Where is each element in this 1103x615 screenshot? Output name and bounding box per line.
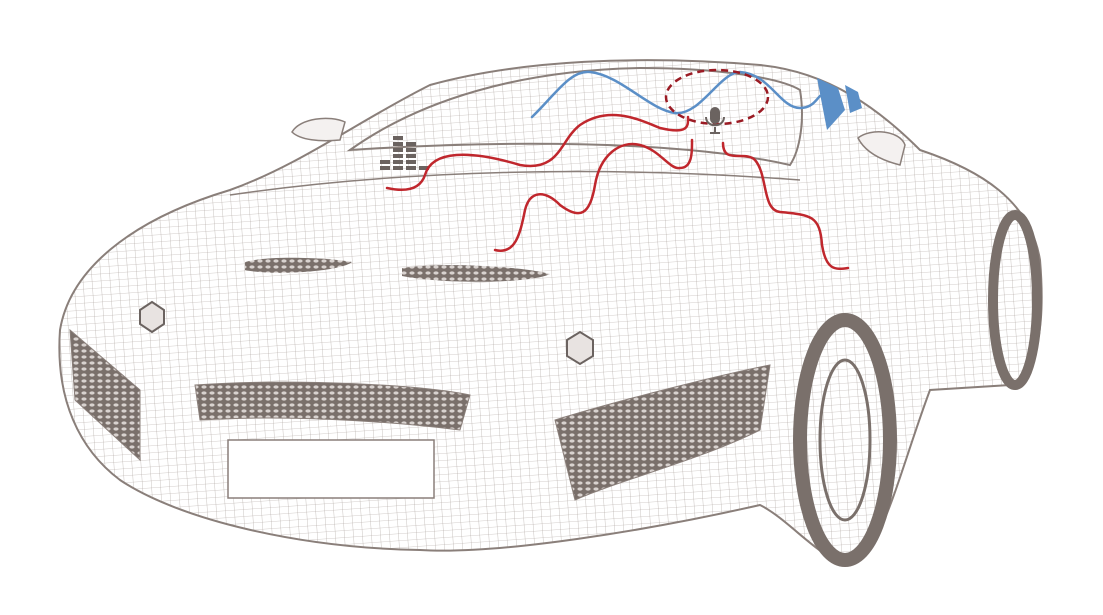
hood-vent-left xyxy=(245,257,352,273)
side-mirror-right xyxy=(857,131,906,166)
hood-line xyxy=(229,170,801,196)
wheel-rear-right xyxy=(988,210,1042,390)
noise-wave-1 xyxy=(385,113,690,192)
speaker-icon xyxy=(817,78,862,130)
side-grille-right xyxy=(554,364,771,501)
fog-lights xyxy=(139,300,594,366)
windshield xyxy=(346,66,803,167)
microphone-zone xyxy=(664,68,770,126)
noise-waves xyxy=(385,113,850,271)
microphone-icon xyxy=(705,107,725,134)
noise-wave-2 xyxy=(493,138,694,253)
side-grille-left xyxy=(69,328,141,462)
car-wireframe xyxy=(58,59,1043,567)
license-plate xyxy=(227,439,435,499)
noise-wave-3 xyxy=(721,141,850,271)
side-mirror-left xyxy=(291,117,346,142)
front-grille xyxy=(194,381,471,431)
equalizer-icon xyxy=(380,136,429,170)
cancel-wave xyxy=(530,70,822,119)
hood-vent-right xyxy=(402,265,550,282)
wheel-front-right xyxy=(793,313,897,567)
